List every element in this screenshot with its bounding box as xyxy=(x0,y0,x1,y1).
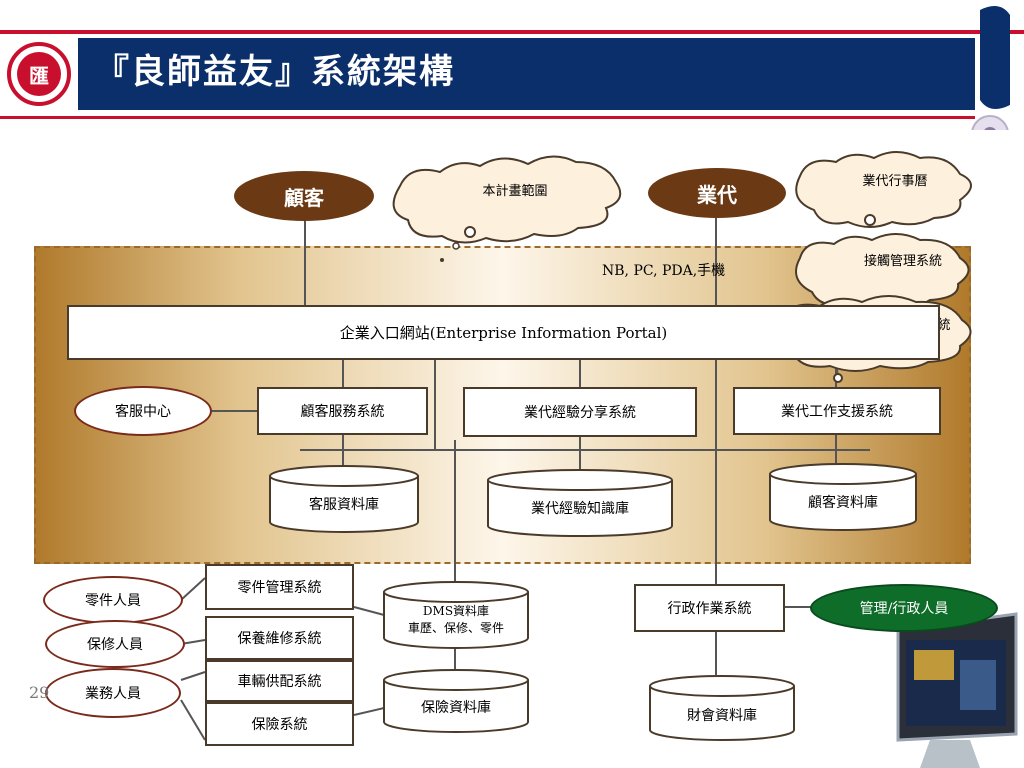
cs-db-label: 客服資料庫 xyxy=(309,497,379,513)
enterprise-portal-box: 企業入口網站(Enterprise Information Portal) xyxy=(67,305,940,360)
customer-db-label: 顧客資料庫 xyxy=(808,495,878,511)
maintenance-staff-node: 保修人員 xyxy=(45,620,185,668)
agent-knowledge-db-label: 業代經驗知識庫 xyxy=(531,501,629,517)
admin-ops-system: 行政作業系統 xyxy=(634,584,785,632)
dms-db-label: DMS資料庫 車歷、保修、零件 xyxy=(384,603,528,643)
header-banner xyxy=(0,6,1024,130)
customer-service-system: 顧客服務系統 xyxy=(257,387,428,435)
call-center-node: 客服中心 xyxy=(74,386,212,436)
finance-db-label: 財會資料庫 xyxy=(687,708,757,724)
parts-mgmt-system: 零件管理系統 xyxy=(205,564,354,610)
sales-staff-node: 業務人員 xyxy=(45,668,181,718)
monitor-icon xyxy=(896,612,1018,768)
page-number: 29 xyxy=(29,683,50,702)
vehicle-supply-system: 車輛供配系統 xyxy=(205,660,354,702)
devices-label: NB, PC, PDA,手機 xyxy=(602,263,726,279)
dms-db-title: DMS資料庫 xyxy=(422,604,490,618)
contact-mgmt-cloud-label: 接觸管理系統 xyxy=(863,253,942,269)
insurance-db-label: 保險資料庫 xyxy=(421,700,491,716)
customer-node: 顧客 xyxy=(234,171,374,221)
agent-support-system: 業代工作支援系統 xyxy=(733,387,941,435)
agent-experience-system: 業代經驗分享系統 xyxy=(463,387,697,437)
maintenance-system: 保養維修系統 xyxy=(205,616,354,660)
scope-cloud-label: 本計畫範圍 xyxy=(482,183,548,199)
insurance-system: 保險系統 xyxy=(205,702,354,746)
logo-text: 匯 xyxy=(29,63,49,88)
dms-db-subtitle: 車歷、保修、零件 xyxy=(407,621,504,635)
parts-staff-node: 零件人員 xyxy=(43,576,183,624)
agent-calendar-cloud-label: 業代行事曆 xyxy=(862,173,928,189)
admin-staff-node: 管理/行政人員 xyxy=(810,584,998,632)
page-title: 『良師益友』系統架構 xyxy=(95,51,455,92)
agent-node: 業代 xyxy=(648,168,786,218)
